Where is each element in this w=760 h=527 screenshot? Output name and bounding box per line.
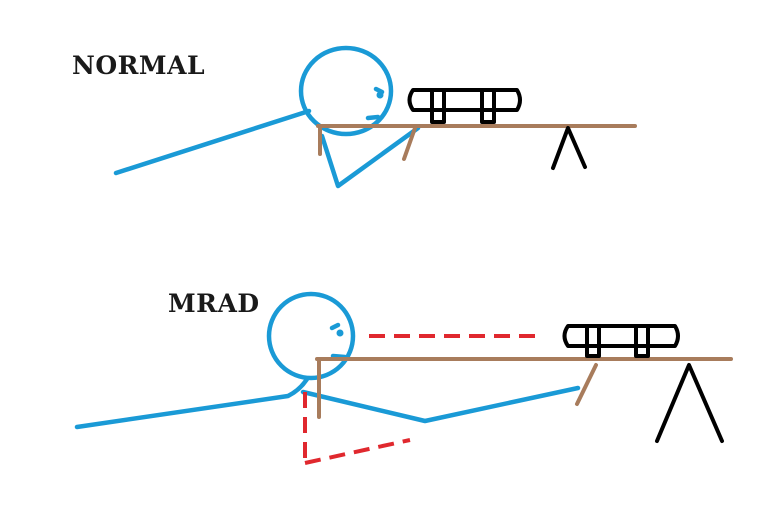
mrad-rifle-grip xyxy=(575,363,598,406)
normal-eyebrow xyxy=(373,86,385,95)
mrad-bipod xyxy=(655,363,724,443)
mrad-shooter-figure xyxy=(74,291,581,430)
normal-scope-mount-rear xyxy=(480,88,496,124)
mrad-scope xyxy=(562,324,680,358)
mrad-arm xyxy=(300,385,581,424)
normal-arm xyxy=(319,125,421,189)
mrad-rifle xyxy=(315,357,733,419)
normal-label: NORMAL xyxy=(72,51,205,80)
mrad-eye xyxy=(336,329,344,337)
mrad-scope-body xyxy=(562,324,680,348)
normal-scope xyxy=(407,88,522,124)
normal-scope-body xyxy=(407,88,522,112)
mrad-body xyxy=(74,376,310,430)
normal-rifle xyxy=(316,124,637,161)
normal-rifle-grip xyxy=(402,126,417,161)
mrad-label: MRAD xyxy=(168,289,260,318)
normal-shooter-figure xyxy=(113,45,421,189)
normal-bipod xyxy=(551,126,587,170)
normal-mouth xyxy=(365,114,381,121)
mrad-mouth xyxy=(330,353,348,360)
normal-head xyxy=(298,45,394,137)
normal-body xyxy=(113,108,312,176)
mrad-angled-guide xyxy=(304,438,411,465)
mrad-eyebrow xyxy=(329,322,341,331)
mrad-scope-mount-rear xyxy=(634,324,650,358)
normal-scene: NORMAL xyxy=(72,45,637,189)
mrad-scene: MRAD xyxy=(74,289,733,465)
mrad-head xyxy=(266,291,356,381)
normal-scope-mount-front xyxy=(430,88,446,124)
mrad-scope-mount-front xyxy=(585,324,601,358)
mrad-guide-lines xyxy=(303,334,538,465)
